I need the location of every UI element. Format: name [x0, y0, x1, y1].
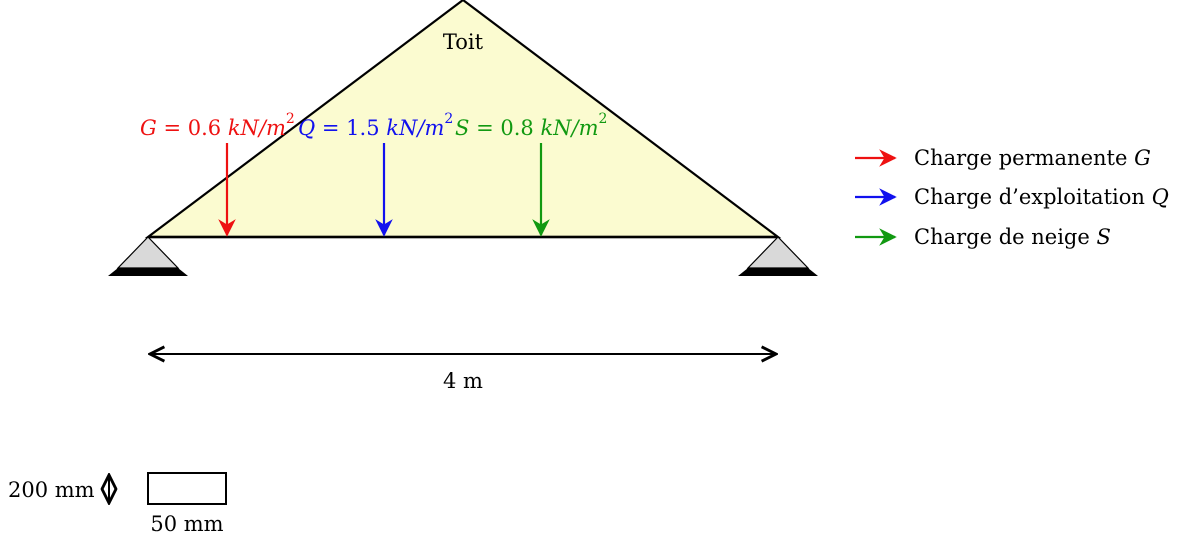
left-support [108, 236, 188, 276]
legend-item-g: Charge permanente G [914, 146, 1151, 170]
load-label-g: G = 0.6 kN/m2 [140, 111, 295, 140]
section-height-label: 200 mm [8, 478, 95, 502]
legend-item-s: Charge de neige S [914, 225, 1111, 249]
legend-item-q: Charge d’exploitation Q [914, 185, 1169, 209]
section-width-label: 50 mm [150, 512, 223, 536]
right-support [738, 236, 818, 276]
load-label-s: S = 0.8 kN/m2 [455, 111, 607, 140]
roof-label: Toit [443, 30, 484, 54]
section-rectangle [147, 472, 227, 505]
load-label-q: Q = 1.5 kN/m2 [298, 111, 453, 140]
legend: Charge permanente G Charge d’exploitatio… [855, 146, 1169, 249]
span-label: 4 m [443, 369, 483, 393]
